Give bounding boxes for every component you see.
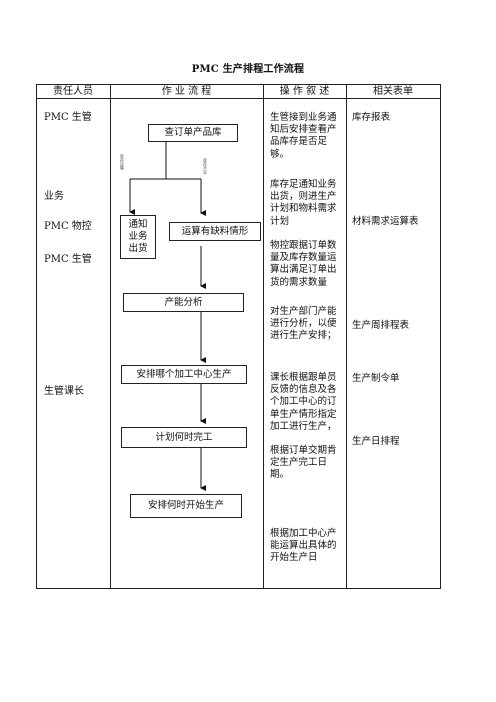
form-daily-schedule: 生产日排程 [352,436,400,447]
responsible-pmc-material: PMC 物控 [44,221,92,232]
desc-capacity: 对生产部门产能进行分析，以便进行生产安排； [270,306,337,342]
box-start-time: 安排何时开始生产 [130,494,242,518]
form-weekly-schedule: 生产周排程表 [352,320,410,331]
box-finish-time: 计划何时完工 [121,427,247,448]
branch-label-left: 库存足够 [120,154,125,170]
responsible-pmc-scheduler: PMC 生管 [44,112,92,123]
header-flow: 作 业 流 程 [161,86,212,97]
box-check-stock: 查订单产品库 [148,124,238,142]
table-bottom-border [36,588,441,589]
header-person: 责任人员 [53,86,93,97]
desc-assign-center: 课长根据跟单员反馈的信息及各个加工中心的订单生产情形指定加工进行生产， [270,372,337,432]
desc-notify-sales: 库存足通知业务出货，则进生产计划和物料需求计划 [270,179,337,227]
box-capacity-analysis: 产能分析 [123,293,244,312]
col-border-right [440,84,441,588]
flow-connectors [129,142,206,491]
form-material-requirements: 材料需求运算表 [352,216,419,227]
process-table: 责任人员 作 业 流 程 操 作 叙 述 相关表单 PMC 生管 业务 PMC … [36,84,441,589]
box-calc-shortage: 运算有缺料情形 [169,222,261,241]
col-border-2 [263,84,264,588]
desc-check-stock: 生管接到业务通知后安排查看产品库存是否足够。 [270,112,337,160]
col-border-3 [346,84,347,588]
form-stock-report: 库存报表 [352,112,391,123]
box-notify-sales: 通知 业务 出货 [120,215,156,259]
desc-material-calc: 物控跟据订单数量及库存数量运算出满足订单出货的需求数量 [270,240,337,288]
header-forms: 相关表单 [373,86,413,97]
table-top-border [36,84,441,85]
responsible-pmc-scheduler-2: PMC 生管 [44,254,92,265]
desc-finish-time: 根据订单交期肯定生产完工日期。 [270,445,337,481]
box-assign-center: 安排哪个加工中心生产 [121,365,247,384]
header-divider [36,98,441,99]
page-title: PMC 生产排程工作流程 [191,64,305,75]
header-operation: 操 作 叙 述 [279,86,330,97]
form-production-order: 生产制令单 [352,373,400,384]
col-border-left [36,84,37,588]
col-border-1 [110,84,111,588]
responsible-section-chief: 生管课长 [44,386,84,397]
branch-label-right: 库存不足 [203,158,208,174]
desc-start-time: 根据加工中心产能运算出具体的开始生产日 [270,528,337,564]
responsible-sales: 业务 [44,191,64,202]
